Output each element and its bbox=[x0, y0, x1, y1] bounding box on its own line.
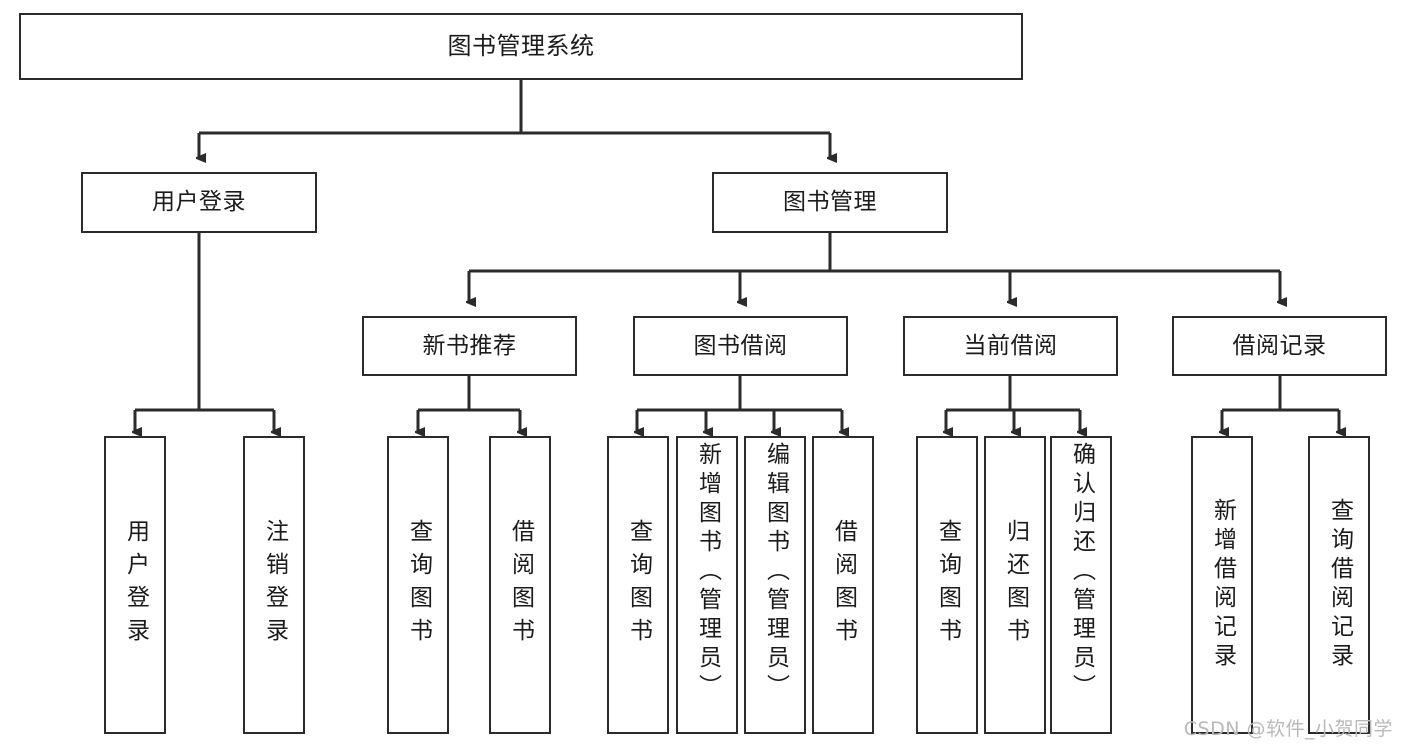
node-leaf-bb-edit-book-admin[interactable]: 编辑图书（管理员） bbox=[744, 436, 806, 734]
node-leaf-user-login[interactable]: 用户登录 bbox=[104, 436, 166, 734]
node-user-login[interactable]: 用户登录 bbox=[81, 172, 317, 233]
node-label: 查询图书 bbox=[625, 519, 652, 651]
node-leaf-cb-query-book[interactable]: 查询图书 bbox=[916, 436, 978, 734]
node-label: 编辑图书（管理员） bbox=[762, 442, 789, 703]
node-leaf-nb-query-book[interactable]: 查询图书 bbox=[387, 436, 449, 734]
node-label: 借阅记录 bbox=[1232, 332, 1327, 359]
node-book-borrow[interactable]: 图书借阅 bbox=[633, 316, 848, 376]
node-new-book-recommend[interactable]: 新书推荐 bbox=[362, 316, 577, 376]
node-leaf-cb-confirm-return-admin[interactable]: 确认归还（管理员） bbox=[1050, 436, 1112, 734]
node-leaf-nb-borrow-book[interactable]: 借阅图书 bbox=[489, 436, 551, 734]
node-label: 图书管理 bbox=[783, 189, 877, 216]
node-label: 图书管理系统 bbox=[447, 31, 595, 60]
node-current-borrow[interactable]: 当前借阅 bbox=[903, 316, 1118, 376]
node-label: 用户登录 bbox=[152, 189, 246, 216]
node-label: 注销登录 bbox=[261, 519, 288, 651]
node-leaf-br-add-record[interactable]: 新增借阅记录 bbox=[1191, 436, 1253, 734]
node-label: 确认归还（管理员） bbox=[1068, 442, 1095, 703]
node-root-book-management-system[interactable]: 图书管理系统 bbox=[19, 13, 1023, 80]
node-label: 借阅图书 bbox=[830, 519, 857, 651]
node-leaf-br-query-record[interactable]: 查询借阅记录 bbox=[1308, 436, 1370, 734]
node-leaf-logout[interactable]: 注销登录 bbox=[243, 436, 305, 734]
node-label: 新增借阅记录 bbox=[1209, 498, 1236, 672]
node-label: 归还图书 bbox=[1002, 519, 1029, 651]
node-label: 用户登录 bbox=[122, 519, 149, 651]
node-leaf-bb-query-book[interactable]: 查询图书 bbox=[607, 436, 669, 734]
node-label: 借阅图书 bbox=[507, 519, 534, 651]
node-leaf-bb-add-book-admin[interactable]: 新增图书（管理员） bbox=[676, 436, 738, 734]
node-leaf-cb-return-book[interactable]: 归还图书 bbox=[984, 436, 1046, 734]
node-label: 查询图书 bbox=[405, 519, 432, 651]
node-label: 新书推荐 bbox=[422, 332, 517, 359]
node-label: 当前借阅 bbox=[963, 332, 1058, 359]
node-borrow-record[interactable]: 借阅记录 bbox=[1172, 316, 1387, 376]
node-label: 查询借阅记录 bbox=[1326, 498, 1353, 672]
node-label: 图书借阅 bbox=[693, 332, 788, 359]
watermark-text: CSDN @软件_小贺同学 bbox=[1183, 718, 1393, 740]
node-book-management[interactable]: 图书管理 bbox=[712, 172, 948, 233]
node-label: 新增图书（管理员） bbox=[694, 442, 721, 703]
node-leaf-bb-borrow-book[interactable]: 借阅图书 bbox=[812, 436, 874, 734]
node-label: 查询图书 bbox=[934, 519, 961, 651]
